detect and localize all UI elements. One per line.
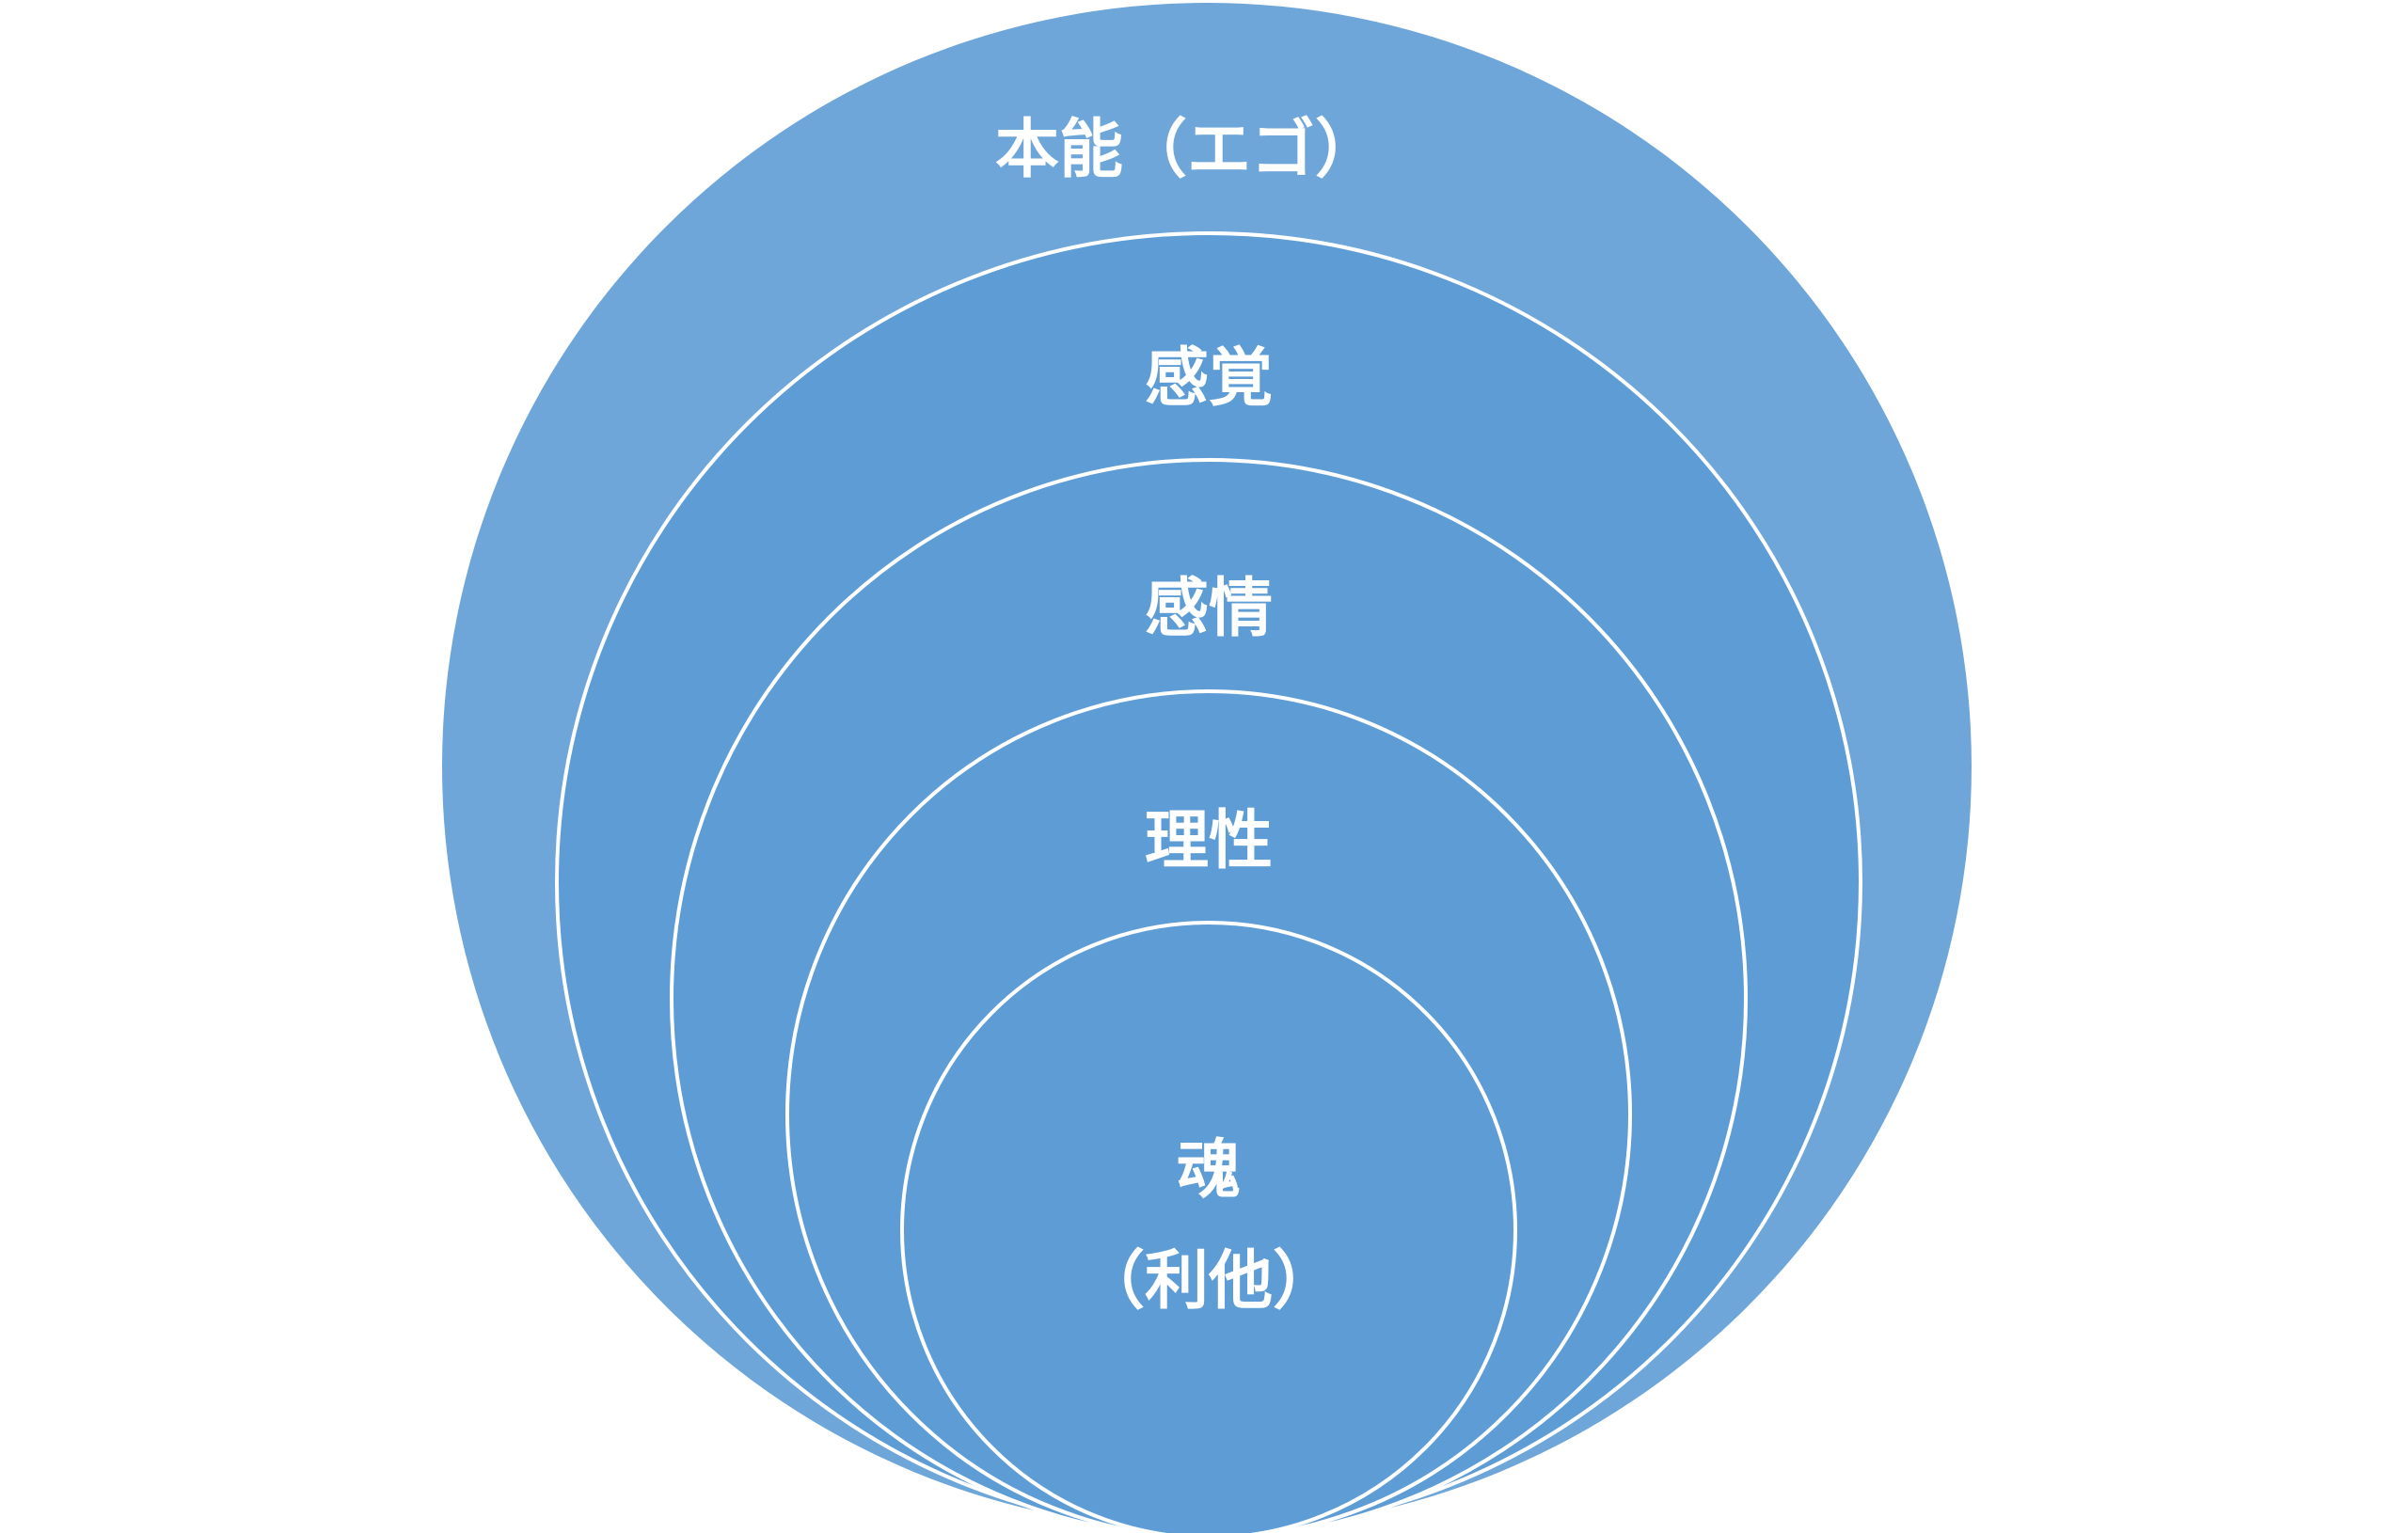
layer-emotion-label: 感情 [1145,572,1273,646]
layer-soul-sublabel: （利他） [1081,1244,1337,1319]
layer-reason-label: 理性 [1145,804,1273,878]
layer-instinct-label: 本能（エゴ） [995,113,1379,187]
layer-soul-shape [900,921,1517,1533]
layer-sense-label: 感覚 [1145,341,1273,416]
layer-soul-label: 魂 [1177,1133,1241,1208]
